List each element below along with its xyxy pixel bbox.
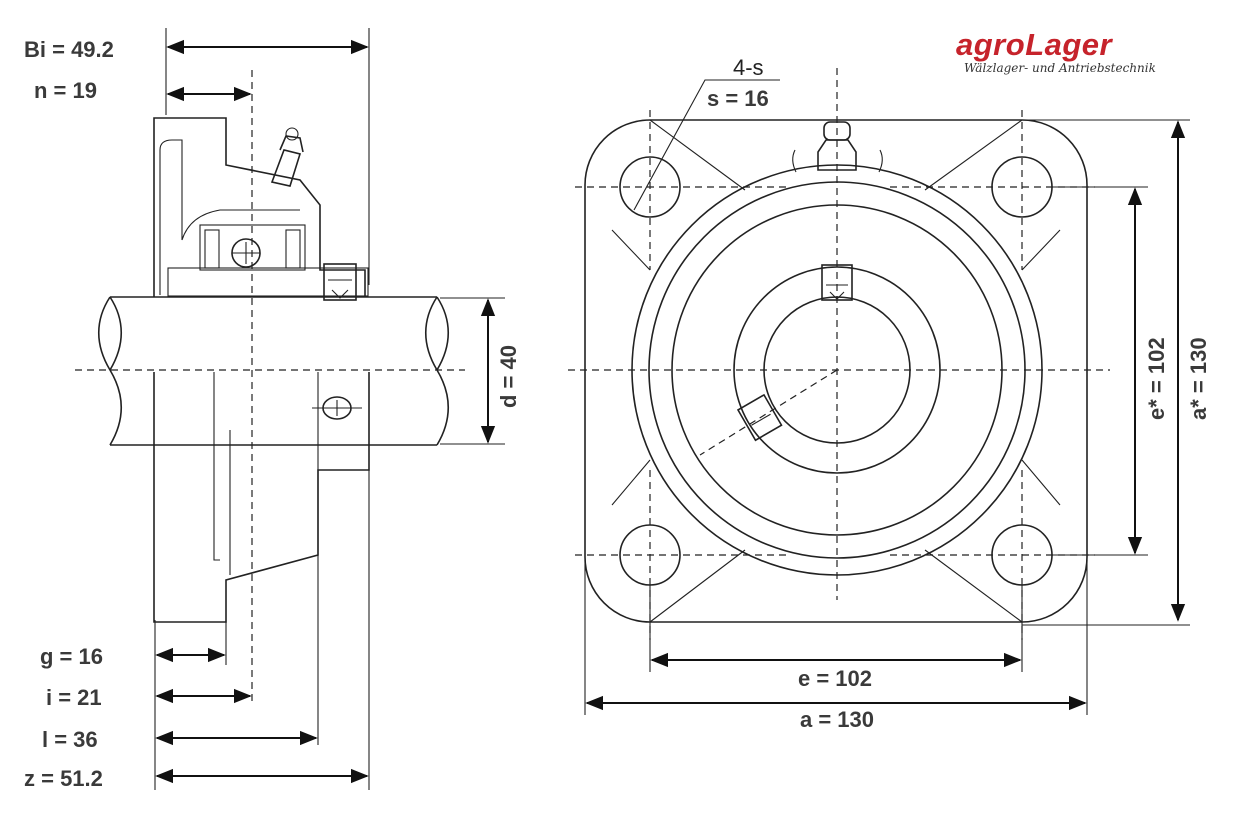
dim-label-e-star: e* = 102 [1144, 337, 1169, 420]
dim-label-i: i = 21 [46, 685, 102, 710]
logo-tagline: Wälzlager- und Antriebstechnik [964, 61, 1156, 75]
dim-label-a: a = 130 [800, 707, 874, 732]
company-logo: agroLager Wälzlager- und Antriebstechnik [952, 28, 1182, 78]
dim-label-z: z = 51.2 [24, 766, 103, 791]
dim-label-bi: Bi = 49.2 [24, 37, 114, 62]
front-view: 4-s s = 16 e = 102 a = 130 e* = 102 a* =… [568, 55, 1211, 732]
dim-label-d: d = 40 [496, 345, 521, 408]
dim-label-s: s = 16 [707, 86, 769, 111]
logo-brand-suffix: Lager [1025, 27, 1113, 62]
dim-label-g: g = 16 [40, 644, 103, 669]
dim-label-e: e = 102 [798, 666, 872, 691]
dim-label-a-star: a* = 130 [1186, 337, 1211, 420]
logo-wordmark: agroLager [956, 28, 1112, 62]
dim-label-l: l = 36 [42, 727, 98, 752]
side-view: Bi = 49.2 n = 19 g = 16 i = 21 l = 36 z … [24, 28, 521, 791]
dim-label-n: n = 19 [34, 78, 97, 103]
dim-label-holes-count: 4-s [733, 55, 764, 80]
logo-brand-prefix: agro [956, 27, 1026, 62]
